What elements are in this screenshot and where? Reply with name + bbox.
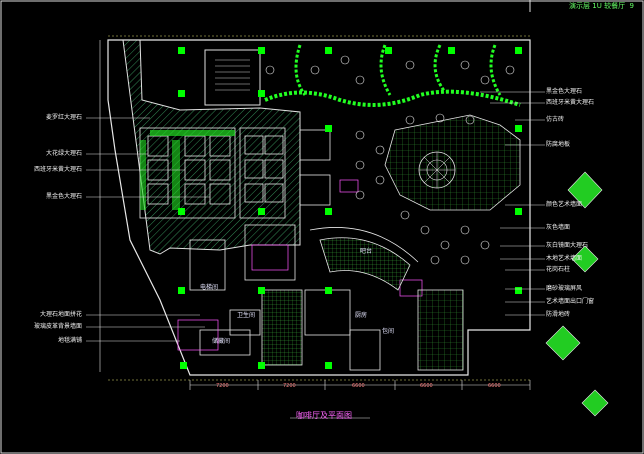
right-label-11: 艺术墙面出口门窗	[546, 298, 595, 305]
right-label-6: 灰色墙面	[546, 224, 571, 231]
right-label-2: 西班牙米黄大理石	[546, 99, 595, 106]
left-label-3: 西班牙米黄大理石	[33, 166, 82, 173]
room-label-storage: 储藏间	[212, 338, 231, 345]
legend-symbols	[545, 171, 609, 417]
bar-counter	[319, 237, 411, 291]
room-label-kitchen: 厨房	[355, 312, 368, 319]
drawing-title: 演示层 1U 较餐厅 9	[569, 1, 634, 11]
building-outline	[107, 39, 531, 376]
right-label-8: 木地艺术墙面	[546, 255, 583, 262]
room-label-restroom: 卫生间	[237, 312, 256, 319]
right-label-1: 黑金色大理石	[546, 88, 583, 95]
stair-block	[204, 49, 261, 106]
right-label-3: 仿古砖	[546, 116, 565, 123]
drawing-title-text: 演示层 1U 较餐厅	[569, 2, 626, 10]
dimension-4: 6600	[420, 383, 433, 389]
page-number: 9	[629, 2, 634, 10]
right-label-9: 花岗石柱	[546, 266, 571, 273]
left-label-7: 地毯满铺	[57, 337, 82, 344]
room-label-bar: 吧台	[360, 248, 373, 255]
room-label-private: 包间	[382, 328, 395, 335]
dimension-1: 7200	[216, 383, 229, 389]
dimension-3: 6600	[352, 383, 365, 389]
right-label-5: 颜色艺术墙面	[546, 201, 583, 208]
right-label-4: 防腐地板	[546, 141, 571, 148]
planter-band	[264, 89, 521, 107]
right-label-12: 防滑地砖	[546, 311, 571, 318]
dimension-2: 7200	[283, 383, 296, 389]
right-label-7: 灰白镜面大理石	[546, 242, 589, 249]
left-label-1: 麦罗红大理石	[45, 114, 82, 121]
right-label-10: 磨砂玻璃屏风	[546, 285, 583, 292]
hatched-wing	[122, 39, 301, 255]
sheet-title: 咖啡厅及平面图	[296, 411, 352, 420]
left-label-6: 玻璃皮革背景墙面	[33, 323, 82, 330]
dining-floor	[384, 114, 521, 211]
room-label-elevator: 电梯间	[200, 284, 219, 291]
left-label-4: 黑金色大理石	[45, 193, 82, 200]
columns	[178, 47, 522, 369]
left-label-5: 大理石地面拼花	[39, 311, 82, 318]
dimension-5: 6600	[488, 383, 501, 389]
left-label-2: 大花绿大理石	[45, 150, 82, 157]
